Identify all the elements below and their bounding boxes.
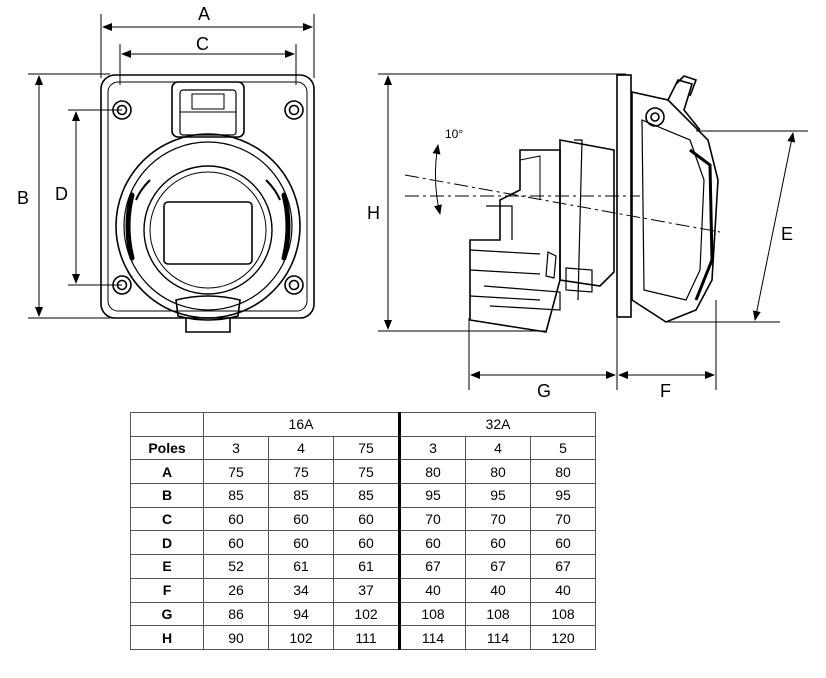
table-cell: 70 — [530, 506, 596, 532]
table-cell: 85 — [268, 483, 334, 508]
table-cell: 120 — [530, 625, 596, 650]
table-cell: 40 — [530, 577, 596, 603]
table-cell: 90 — [203, 625, 269, 650]
table-cell: 60 — [399, 530, 466, 556]
table-cell: 61 — [268, 554, 334, 579]
table-cell: 40 — [399, 577, 466, 603]
table-cell: 70 — [465, 506, 531, 532]
table-cell: 26 — [203, 577, 269, 603]
table-cell: 111 — [333, 625, 401, 650]
table-cell: 61 — [333, 554, 401, 579]
poles-cell: 3 — [203, 435, 269, 461]
table-cell: 80 — [530, 459, 596, 485]
poles-cell: 3 — [399, 435, 466, 461]
table-cell: 60 — [530, 530, 596, 556]
table-cell: 40 — [465, 577, 531, 603]
group-header-row: 16A 32A — [130, 412, 596, 437]
table-cell: 60 — [333, 530, 401, 556]
group-32a-header: 32A — [399, 412, 596, 437]
table-cell: 60 — [203, 530, 269, 556]
table-cell: 102 — [268, 625, 334, 650]
poles-row: Poles 3 4 75 3 4 5 — [130, 435, 596, 461]
poles-cell: 75 — [333, 435, 401, 461]
table-cell: 108 — [399, 601, 466, 627]
group-16a-header: 16A — [203, 412, 401, 437]
table-cell: 94 — [268, 601, 334, 627]
table-cell: 80 — [399, 459, 466, 485]
table-cell: 60 — [465, 530, 531, 556]
table-cell: 75 — [333, 459, 401, 485]
dim-label-d: D — [55, 184, 68, 204]
table-cell: 95 — [530, 483, 596, 508]
row-label: C — [130, 506, 204, 532]
empty-corner-cell — [130, 412, 204, 437]
table-cell: 75 — [268, 459, 334, 485]
table-cell: 37 — [333, 577, 401, 603]
dim-label-b: B — [17, 188, 29, 208]
angle-label: 10° — [445, 127, 463, 141]
table-cell: 85 — [333, 483, 401, 508]
table-cell: 70 — [399, 506, 466, 532]
table-cell: 67 — [530, 554, 596, 579]
table-cell: 95 — [399, 483, 466, 508]
dim-label-f: F — [660, 381, 671, 401]
row-label: B — [130, 483, 204, 508]
dim-label-h: H — [367, 203, 380, 223]
table-cell: 67 — [399, 554, 466, 579]
table-cell: 80 — [465, 459, 531, 485]
table-cell: 108 — [530, 601, 596, 627]
table-cell: 102 — [333, 601, 401, 627]
table-cell: 75 — [203, 459, 269, 485]
dim-label-a: A — [198, 4, 210, 24]
row-label: H — [130, 625, 204, 650]
row-label: G — [130, 601, 204, 627]
poles-label: Poles — [130, 435, 204, 461]
table-cell: 60 — [203, 506, 269, 532]
poles-cell: 5 — [530, 435, 596, 461]
table-cell: 52 — [203, 554, 269, 579]
table-cell: 34 — [268, 577, 334, 603]
table-cell: 95 — [465, 483, 531, 508]
table-cell: 60 — [268, 506, 334, 532]
table-cell: 67 — [465, 554, 531, 579]
table-cell: 114 — [465, 625, 531, 650]
row-label: E — [130, 554, 204, 579]
table-cell: 60 — [268, 530, 334, 556]
row-label: A — [130, 459, 204, 485]
table-cell: 108 — [465, 601, 531, 627]
table-cell: 60 — [333, 506, 401, 532]
row-label: D — [130, 530, 204, 556]
dimension-drawing: A C B D — [17, 4, 808, 401]
poles-cell: 4 — [465, 435, 531, 461]
dim-label-g: G — [537, 381, 551, 401]
dim-label-e: E — [781, 224, 793, 244]
table-cell: 114 — [399, 625, 466, 650]
poles-cell: 4 — [268, 435, 334, 461]
dim-label-c: C — [196, 34, 209, 54]
side-view — [378, 73, 808, 390]
table-cell: 86 — [203, 601, 269, 627]
row-label: F — [130, 577, 204, 603]
front-view — [28, 14, 315, 333]
table-cell: 85 — [203, 483, 269, 508]
